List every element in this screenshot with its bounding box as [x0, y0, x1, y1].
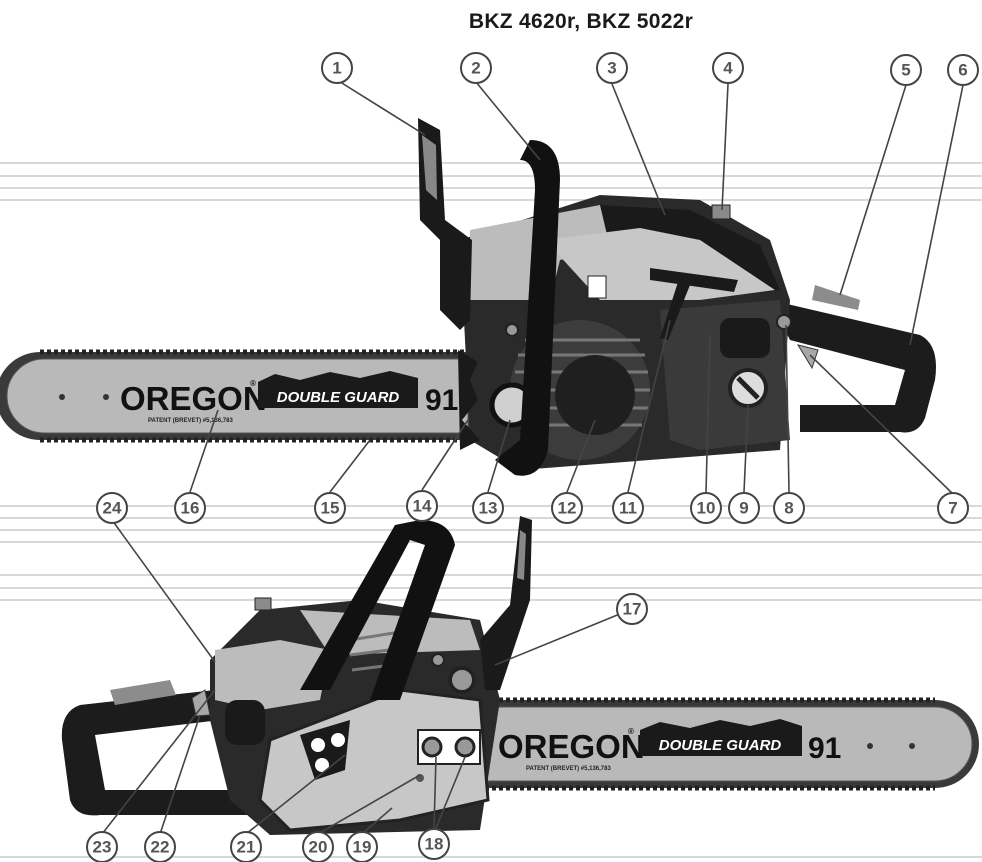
- callout-5: 5: [890, 54, 922, 86]
- callout-15: 15: [314, 492, 346, 524]
- callout-18: 18: [418, 828, 450, 860]
- svg-text:24: 24: [103, 499, 122, 518]
- callout-8: 8: [773, 492, 805, 524]
- bar-patent-top: PATENT (BREVET) #5,136,783: [148, 418, 233, 424]
- svg-text:17: 17: [623, 600, 642, 619]
- svg-text:1: 1: [332, 59, 341, 78]
- svg-text:6: 6: [958, 61, 967, 80]
- callout-12: 12: [551, 492, 583, 524]
- callout-7: 7: [937, 492, 969, 524]
- callout-22: 22: [144, 831, 176, 862]
- svg-text:9: 9: [739, 499, 748, 518]
- svg-text:14: 14: [413, 497, 432, 516]
- svg-text:22: 22: [151, 838, 170, 857]
- svg-text:4: 4: [723, 59, 733, 78]
- bar-number-bottom: 91: [808, 732, 841, 765]
- callout-4: 4: [712, 52, 744, 84]
- svg-text:16: 16: [181, 499, 200, 518]
- svg-text:23: 23: [93, 838, 112, 857]
- bar-product-bottom: DOUBLE GUARD: [659, 737, 782, 754]
- callout-13: 13: [472, 492, 504, 524]
- svg-text:12: 12: [558, 499, 577, 518]
- registered-mark-top: ®: [250, 379, 256, 388]
- callout-23: 23: [86, 831, 118, 862]
- svg-text:11: 11: [619, 499, 637, 518]
- callout-19: 19: [346, 831, 378, 862]
- front-handle-bottom: [300, 520, 455, 700]
- svg-text:7: 7: [948, 499, 957, 518]
- leader-lines: [101, 79, 964, 835]
- callout-3: 3: [596, 52, 628, 84]
- callout-24: 24: [96, 492, 128, 524]
- rear-handle-bottom: [61, 690, 251, 816]
- bar-brand-top: OREGON: [120, 380, 267, 417]
- callout-9: 9: [728, 492, 760, 524]
- front-handle-top: [495, 140, 560, 476]
- svg-text:3: 3: [607, 59, 616, 78]
- svg-text:18: 18: [425, 835, 444, 854]
- guide-bar-top: OREGON ® PATENT (BREVET) #5,136,783 DOUB…: [0, 349, 470, 443]
- svg-text:21: 21: [237, 838, 256, 857]
- callout-16: 16: [174, 492, 206, 524]
- svg-text:2: 2: [471, 59, 480, 78]
- callout-14: 14: [406, 490, 438, 522]
- callout-10: 10: [690, 492, 722, 524]
- bar-product-top: DOUBLE GUARD: [277, 389, 400, 406]
- callout-6: 6: [947, 54, 979, 86]
- svg-text:19: 19: [353, 838, 372, 857]
- rear-handle-top: [770, 300, 936, 433]
- svg-text:13: 13: [479, 499, 498, 518]
- bar-number-top: 91: [425, 384, 458, 417]
- bar-patent-bottom: PATENT (BREVET) #5,136,783: [526, 766, 611, 772]
- callout-21: 21: [230, 831, 262, 862]
- page-title: BKZ 4620r, BKZ 5022r: [468, 10, 694, 33]
- svg-text:20: 20: [309, 838, 328, 857]
- svg-text:10: 10: [697, 499, 716, 518]
- svg-text:5: 5: [901, 61, 910, 80]
- guide-bar-bottom: OREGON ® PATENT (BREVET) #5,136,783 DOUB…: [485, 697, 979, 791]
- chainsaw-top-view: OREGON ® PATENT (BREVET) #5,136,783 DOUB…: [0, 118, 936, 476]
- callout-1: 1: [321, 52, 353, 84]
- svg-text:8: 8: [784, 499, 793, 518]
- chainsaw-bottom-view: OREGON ® PATENT (BREVET) #5,136,783 DOUB…: [61, 516, 979, 835]
- callout-20: 20: [302, 831, 334, 862]
- bar-brand-bottom: OREGON: [498, 728, 645, 765]
- svg-text:15: 15: [321, 499, 340, 518]
- callout-11: 11: [612, 492, 644, 524]
- callout-17: 17: [616, 593, 648, 625]
- registered-mark-bottom: ®: [628, 727, 634, 736]
- callout-2: 2: [460, 52, 492, 84]
